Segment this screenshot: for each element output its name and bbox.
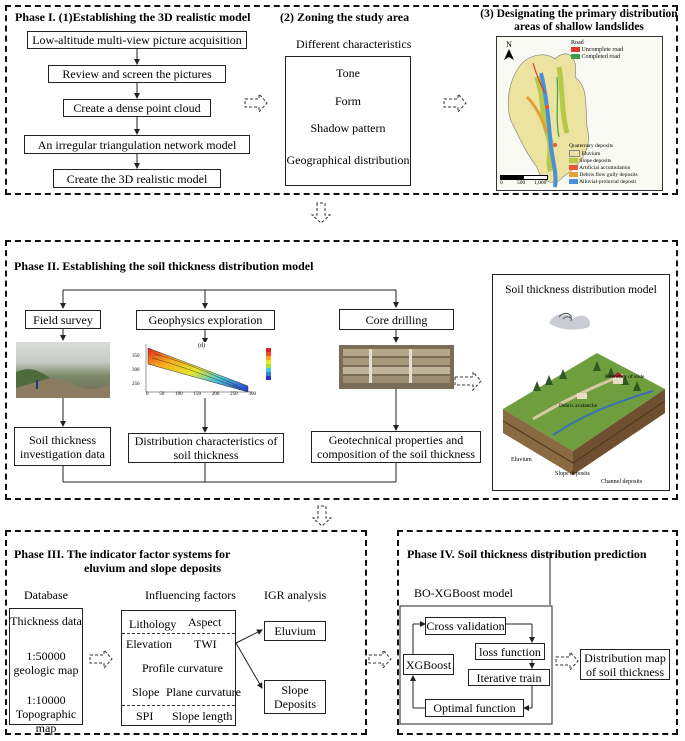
database-box: Thickness data 1:50000 geologic map 1:10… xyxy=(9,608,83,735)
factor-lithology: Lithology xyxy=(129,617,177,631)
geo-ytick-250: 250 xyxy=(132,382,140,387)
output-distribution-map: Distribution map of soil thickness xyxy=(580,649,670,680)
result-investigation-data: Soil thickness investigation data xyxy=(14,427,111,466)
igr-slope-deposits: Slope Deposits xyxy=(264,680,326,714)
zoning-item-tone: Tone xyxy=(336,66,360,80)
map-legend-deposits: Quaternary deposits Eluvium Slope deposi… xyxy=(569,143,638,186)
geo-plot-title: (d) xyxy=(198,343,205,349)
factor-twi: TWI xyxy=(194,637,217,651)
method-field-survey: Field survey xyxy=(25,310,101,329)
soil-model-title: Soil thickness distribution model xyxy=(505,284,657,296)
map-scale-bar: 0 500 1,000 xyxy=(500,175,548,186)
core-drilling-photo xyxy=(339,345,454,389)
field-survey-photo xyxy=(16,342,110,398)
database-label: Database xyxy=(24,588,68,602)
factor-spi: SPI xyxy=(136,709,154,723)
result-geotechnical-properties: Geotechnical properties and composition … xyxy=(311,431,481,463)
zoning-item-geo: Geographical distribution xyxy=(286,153,410,167)
phase4-title: Phase IV. Soil thickness distribution pr… xyxy=(407,547,647,561)
arrow-p2 xyxy=(454,370,482,392)
igr-eluvium: Eluvium xyxy=(264,621,326,641)
legend-debris: Debris flow gully deposits xyxy=(569,172,638,179)
zoning-item-form: Form xyxy=(334,94,361,108)
step-3d-model: Create the 3D realistic model xyxy=(53,169,221,188)
model-label-eluvium: Eluvium xyxy=(511,457,532,463)
model-label-channel-deposits: Channel deposits xyxy=(601,479,643,485)
legend-slope: Slope deposits xyxy=(569,158,638,165)
legend-uncomplete-road: Uncomplete road xyxy=(571,47,623,54)
legend-artificial: Artificial accumulation xyxy=(569,165,638,172)
arrow-p1-a xyxy=(244,92,268,114)
phase2-frame xyxy=(5,240,678,500)
factor-divider-2 xyxy=(122,705,235,706)
db-geologic-map: 1:50000 geologic map xyxy=(13,649,79,677)
geo-ytick-350: 350 xyxy=(132,354,140,359)
factor-divider-1 xyxy=(122,633,235,634)
model-label-slope-deposits: Slope deposits xyxy=(555,471,590,477)
optimal-function-box: Optimal function xyxy=(425,699,524,717)
phase2-title: Phase II. Establishing the soil thicknes… xyxy=(14,259,314,273)
cross-validation-box: Cross validation xyxy=(425,617,506,635)
factor-slope-length: Slope length xyxy=(172,709,233,723)
step-review-pictures: Review and screen the pictures xyxy=(48,65,226,83)
deposit-legend-title: Quaternary deposits xyxy=(569,143,614,149)
model-label-boundary: Boundary of slide xyxy=(605,374,645,380)
arrow-p1-b xyxy=(443,92,467,114)
legend-completed-road: Completed road xyxy=(571,54,623,61)
loss-function-box: loss function xyxy=(475,643,545,660)
arrow-down-2 xyxy=(311,505,333,527)
phase4-frame xyxy=(397,530,678,735)
factor-elevation: Elevation xyxy=(126,637,172,651)
soil-model-panel: Soil thickness distribution model Bounda… xyxy=(492,274,670,491)
phase1-frame xyxy=(5,5,678,195)
zoning-title: (2) Zoning the study area xyxy=(280,10,410,24)
arrow-p3-a xyxy=(89,648,113,670)
step-picture-acquisition: Low-altitude multi-view picture acquisit… xyxy=(27,31,247,49)
phase3-frame xyxy=(5,530,367,735)
geo-ytick-300: 300 xyxy=(132,368,140,373)
factor-aspect: Aspect xyxy=(188,615,222,629)
phase1-title: Phase I. (1)Establishing the 3D realisti… xyxy=(15,10,251,24)
north-label: N xyxy=(506,40,512,49)
arrow-down-1 xyxy=(310,202,332,224)
result-distribution-characteristics: Distribution characteristics of soil thi… xyxy=(128,433,284,463)
arrow-p4 xyxy=(555,650,579,672)
road-legend-title: Road xyxy=(571,40,584,46)
iterative-train-box: Iterative train xyxy=(468,669,550,686)
zoning-items-box: Tone Form Shadow pattern Geographical di… xyxy=(285,56,411,186)
igr-label: IGR analysis xyxy=(264,588,327,602)
zoning-item-shadow: Shadow pattern xyxy=(310,121,386,135)
factors-label: Influencing factors xyxy=(145,588,236,602)
designating-title: (3) Designating the primary distribution… xyxy=(480,8,678,33)
xgboost-box: XGBoost xyxy=(403,654,454,675)
phase3-title-line1: Phase III. The indicator factor systems … xyxy=(14,547,231,561)
factor-slope: Slope xyxy=(132,685,160,699)
step-dense-point-cloud: Create a dense point cloud xyxy=(63,99,211,117)
factor-plane-curvature: Plane curvature xyxy=(166,685,241,699)
arrow-p3-b xyxy=(368,648,392,670)
legend-alluvial: Alluvial-proluvial deposit xyxy=(569,179,638,186)
north-arrow: N xyxy=(503,40,515,63)
bo-xgboost-label: BO-XGBoost model xyxy=(414,586,513,600)
model-label-avalanche: Debris avalanche xyxy=(559,403,598,409)
db-topographic-map: 1:10000 Topographic map xyxy=(15,693,77,735)
phase3-title-line2: eluvium and slope deposits xyxy=(84,561,222,575)
method-geophysics: Geophysics exploration xyxy=(136,310,275,330)
method-core-drilling: Core drilling xyxy=(339,309,454,330)
map-legend-road: Road Uncomplete road Completed road xyxy=(571,40,623,61)
factors-box: Lithology Aspect Elevation TWI Profile c… xyxy=(121,610,241,726)
db-thickness-data: Thickness data xyxy=(10,614,82,628)
factor-profile-curvature: Profile curvature xyxy=(142,661,223,675)
legend-eluvium: Eluvium xyxy=(569,150,638,158)
landslide-map: N Road Uncomplete road Completed road Qu… xyxy=(496,36,663,191)
step-triangulation-model: An irregular triangulation network model xyxy=(24,135,250,154)
zoning-subtitle: Different characteristics xyxy=(296,37,412,51)
